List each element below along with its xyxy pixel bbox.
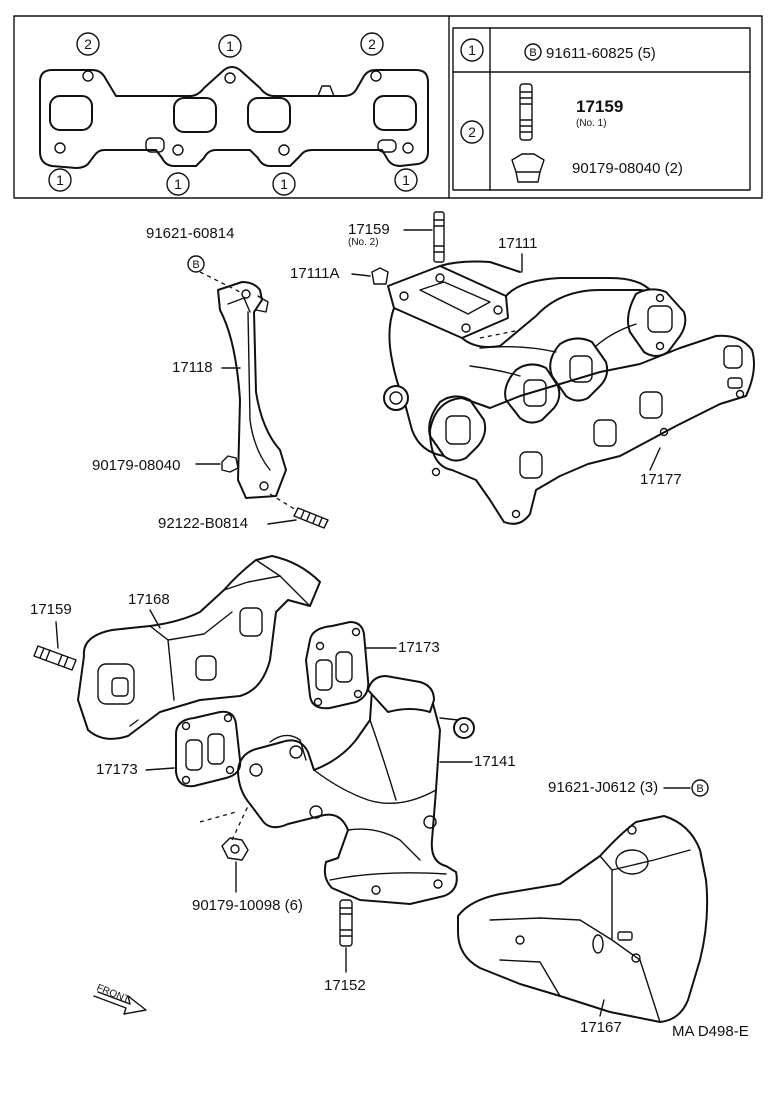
gasket-17177 bbox=[429, 334, 755, 525]
callout-bottom-3: 1 bbox=[272, 172, 296, 196]
callout-bottom-2: 1 bbox=[166, 172, 190, 196]
gasket-17173-lower bbox=[175, 710, 242, 788]
svg-text:1: 1 bbox=[280, 176, 288, 192]
plug-17111a bbox=[371, 267, 389, 285]
front-arrow: FRONT bbox=[93, 983, 147, 1015]
callout-top-right: 2 bbox=[360, 32, 384, 56]
label-nut-90179-08040: 90179-08040 bbox=[92, 457, 180, 474]
callout-top-left: 2 bbox=[76, 32, 100, 56]
gasket-17173-upper bbox=[305, 621, 370, 710]
svg-text:1: 1 bbox=[56, 172, 64, 188]
svg-text:B: B bbox=[696, 783, 703, 795]
svg-text:2: 2 bbox=[368, 36, 376, 52]
legend-nut-part: 90179-08040 (2) bbox=[572, 160, 683, 177]
callout-bottom-4: 1 bbox=[394, 168, 418, 192]
label-stud-92122-b0814: 92122-B0814 bbox=[158, 515, 248, 532]
label-gasket-17173-lower: 17173 bbox=[96, 761, 138, 778]
legend-stud-part: 17159 bbox=[576, 97, 623, 116]
legend-row2-key: 2 bbox=[468, 124, 476, 140]
callout-text: 2 bbox=[84, 36, 92, 52]
label-stud-17159-no2-note: (No. 2) bbox=[348, 237, 379, 248]
insulator-17167 bbox=[457, 815, 709, 1023]
bolt-b-marker-bottom: B bbox=[691, 779, 709, 797]
legend-table: 1 B 91611-60825 (5) 2 17159 (No. 1) 9017… bbox=[452, 27, 751, 191]
bolt-b-marker-top: B bbox=[187, 255, 241, 293]
svg-text:1: 1 bbox=[402, 172, 410, 188]
label-bolt-91621-j0612: 91621-J0612 (3) bbox=[548, 779, 658, 796]
label-gasket-17177: 17177 bbox=[640, 471, 682, 488]
nut-icon bbox=[511, 153, 545, 183]
legend-b-marker: B bbox=[529, 47, 536, 59]
callout-top-mid: 1 bbox=[218, 34, 242, 58]
intake-manifold-drawing bbox=[383, 260, 687, 462]
front-arrow-label: FRONT bbox=[95, 983, 131, 1006]
svg-text:1: 1 bbox=[174, 176, 182, 192]
nut-90179-08040 bbox=[221, 455, 239, 473]
label-insulator-17167: 17167 bbox=[580, 1019, 622, 1036]
stud-17152 bbox=[339, 899, 353, 947]
label-stay-17118: 17118 bbox=[172, 359, 213, 376]
stay-bracket-17118 bbox=[217, 281, 287, 499]
stud-17159-no2 bbox=[433, 211, 445, 263]
label-plug-17111a: 17111A bbox=[290, 265, 340, 282]
label-gasket-17173-upper: 17173 bbox=[398, 639, 440, 656]
stud-icon bbox=[519, 83, 533, 141]
nut-90179-10098 bbox=[221, 837, 249, 861]
legend-row1-key: 1 bbox=[468, 42, 476, 58]
gasket-kit-frame bbox=[13, 15, 763, 199]
label-insulator-17168: 17168 bbox=[128, 591, 170, 608]
callout-bottom-1: 1 bbox=[48, 168, 72, 192]
svg-text:B: B bbox=[192, 259, 199, 271]
gasket-set-drawing bbox=[39, 66, 429, 169]
label-stud-17159-no2: 17159 bbox=[348, 221, 390, 238]
diagram-code: MA D498-E bbox=[672, 1023, 749, 1040]
exhaust-manifold-17141 bbox=[199, 675, 475, 905]
label-stud-17159: 17159 bbox=[30, 601, 72, 618]
label-intake-manifold: 17111 bbox=[498, 235, 538, 252]
stud-17159 bbox=[33, 645, 77, 671]
label-exhaust-manifold: 17141 bbox=[474, 753, 516, 770]
stud-92122-b0814 bbox=[269, 493, 329, 529]
svg-text:1: 1 bbox=[226, 38, 234, 54]
label-stud-17152: 17152 bbox=[324, 977, 366, 994]
insulator-17168 bbox=[77, 555, 321, 740]
legend-stud-note: (No. 1) bbox=[576, 118, 607, 129]
label-nut-90179-10098: 90179-10098 (6) bbox=[192, 897, 303, 914]
legend-row1-part: 91611-60825 (5) bbox=[546, 45, 656, 62]
label-bolt-91621-60814: 91621-60814 bbox=[146, 225, 234, 242]
